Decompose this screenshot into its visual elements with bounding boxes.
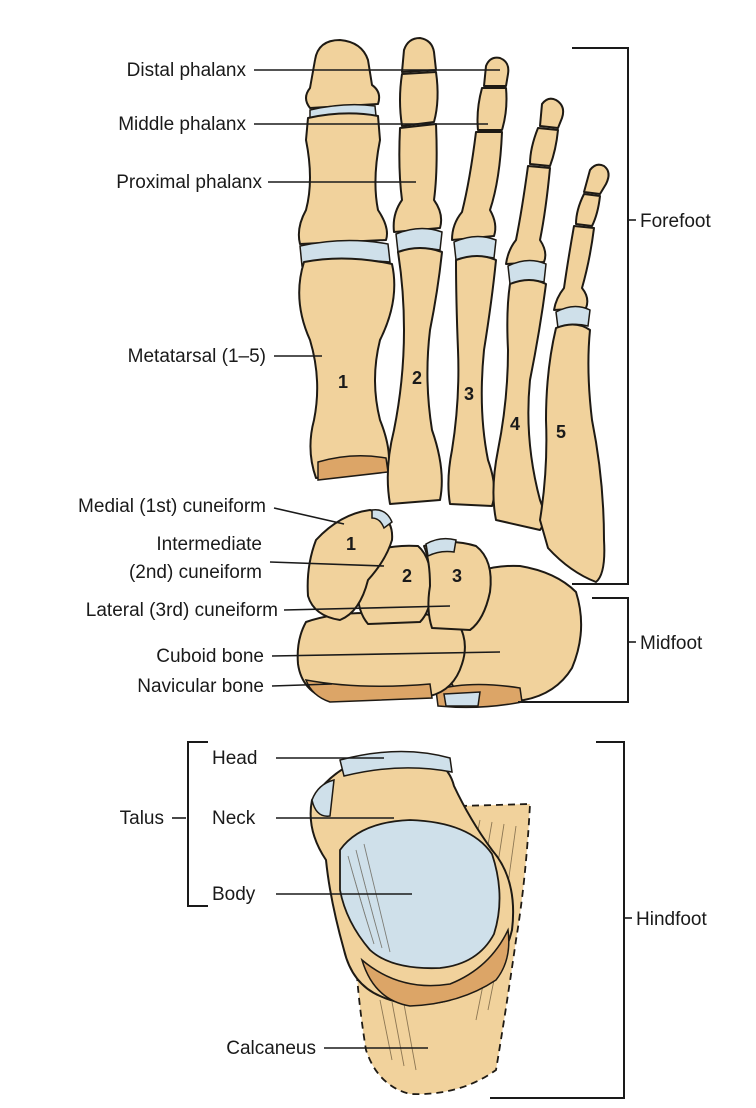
label-middle-phalanx: Middle phalanx — [118, 114, 246, 135]
metatarsal-number-4: 4 — [510, 414, 520, 434]
middle-phalanx-3 — [476, 87, 508, 131]
toe-1-bones — [297, 39, 396, 481]
toe-2-bones — [386, 37, 443, 505]
metatarsal-1 — [298, 257, 396, 479]
talus-neck-cartilage — [311, 779, 335, 817]
cuneiform-number-2: 2 — [402, 566, 412, 586]
label-cuboid: Cuboid bone — [156, 646, 264, 667]
label-forefoot: Forefoot — [640, 211, 711, 232]
label-navicular: Navicular bone — [137, 676, 264, 697]
metatarsal-number-5: 5 — [556, 422, 566, 442]
label-midfoot: Midfoot — [640, 633, 703, 654]
cuneiform-numbers: 1 2 3 — [346, 534, 462, 586]
label-intermediate-cuneiform-2: (2nd) cuneiform — [129, 562, 262, 583]
lateral-cuneiform — [423, 541, 492, 631]
label-medial-cuneiform: Medial (1st) cuneiform — [78, 496, 266, 517]
metatarsal-number-2: 2 — [412, 368, 422, 388]
metatarsal-1-base-shade — [317, 455, 389, 481]
distal-phalanx-2 — [401, 37, 437, 73]
region-labels: Forefoot Midfoot Hindfoot — [636, 211, 711, 930]
middle-phalanx-5 — [575, 193, 601, 227]
cuneiform-number-3: 3 — [452, 566, 462, 586]
talus-trochlea-ridges — [347, 843, 391, 953]
proximal-phalanx-3 — [451, 131, 503, 241]
label-lateral-cuneiform: Lateral (3rd) cuneiform — [86, 600, 278, 621]
region-brackets — [187, 47, 636, 1099]
label-calcaneus: Calcaneus — [226, 1038, 316, 1059]
toe-3-bones — [447, 56, 510, 507]
middle-phalanx-4 — [529, 127, 559, 167]
label-distal-phalanx: Distal phalanx — [127, 60, 247, 81]
distal-phalanx-1 — [305, 39, 381, 109]
label-hindfoot: Hindfoot — [636, 909, 707, 930]
leader-lines — [172, 69, 501, 1049]
talus-trochlea-cartilage — [339, 819, 501, 970]
proximal-phalanx-1 — [297, 112, 388, 245]
leader-lateral-cuneiform — [283, 605, 451, 611]
cuneiform-number-1: 1 — [346, 534, 356, 554]
label-talus-head: Head — [212, 748, 257, 769]
midfoot-bracket — [518, 597, 629, 703]
midfoot-bones — [296, 509, 583, 709]
distal-phalanx-4 — [539, 97, 565, 129]
bone-labels: Distal phalanx Middle phalanx Proximal p… — [78, 60, 316, 1059]
metatarsal-4 — [492, 279, 547, 531]
talus-underside-shade — [360, 927, 510, 1007]
proximal-phalanx-4 — [505, 165, 551, 265]
leader-medial-cuneiform — [273, 507, 345, 525]
middle-phalanx-2 — [399, 71, 439, 127]
distal-phalanx-5 — [583, 163, 610, 195]
talus-bracket — [187, 741, 208, 907]
proximal-phalanx-5 — [553, 225, 595, 311]
label-talus: Talus — [120, 808, 164, 829]
label-talus-neck: Neck — [212, 808, 256, 829]
proximal-phalanx-2 — [392, 123, 443, 233]
hindfoot-bracket — [490, 741, 625, 1099]
hindfoot-bones — [309, 750, 531, 1096]
metatarsal-2 — [386, 247, 443, 505]
lateral-cuneiform-cartilage — [425, 537, 457, 558]
label-intermediate-cuneiform-1: Intermediate — [156, 534, 262, 555]
metatarsal-5 — [539, 323, 606, 583]
label-metatarsal: Metatarsal (1–5) — [128, 346, 266, 367]
metatarsal-3 — [447, 255, 497, 507]
toe-5-bones — [539, 163, 610, 583]
metatarsal-number-1: 1 — [338, 372, 348, 392]
metatarsal-number-3: 3 — [464, 384, 474, 404]
navicular-inferior-shade — [304, 679, 433, 703]
medial-cuneiform-cartilage — [371, 509, 393, 530]
leader-navicular — [271, 683, 333, 687]
metatarsal-numbers: 1 2 3 4 5 — [338, 368, 566, 442]
label-proximal-phalanx: Proximal phalanx — [116, 172, 262, 193]
toe-4-bones — [492, 97, 565, 531]
label-talus-body: Body — [212, 884, 256, 905]
forefoot-bracket — [572, 47, 629, 585]
leader-cuboid — [271, 651, 501, 657]
leader-intermediate-cuneiform — [269, 561, 385, 567]
distal-phalanx-3 — [483, 56, 510, 87]
cuboid-facet-cartilage — [443, 691, 481, 707]
